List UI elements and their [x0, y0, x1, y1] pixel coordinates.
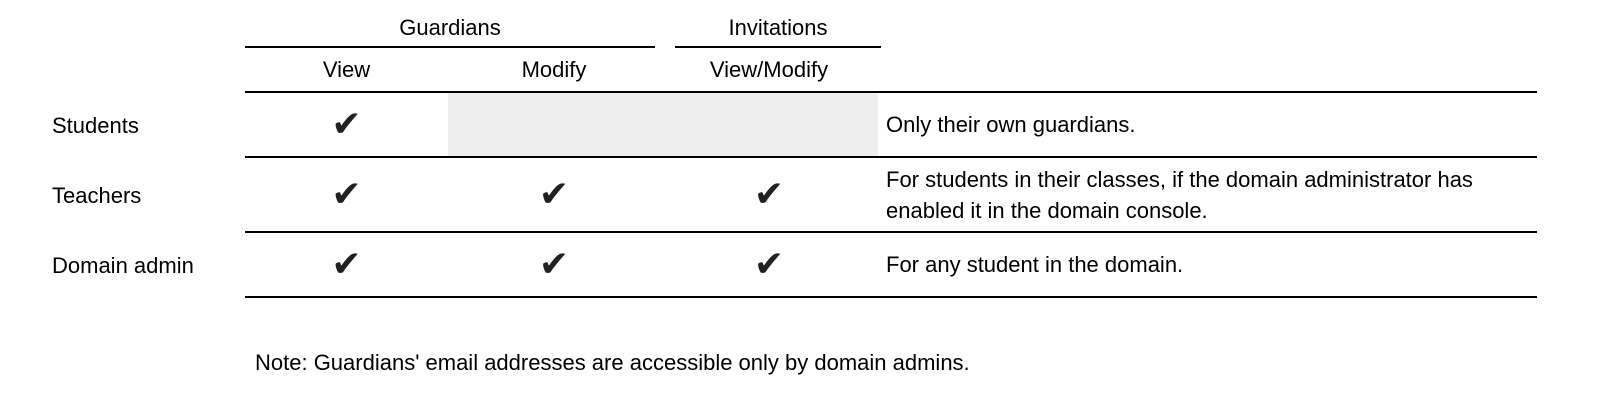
permissions-table: Guardians Invitations View Modify View/M… [0, 10, 1600, 298]
row-cells-domain-admin: ✔ ✔ ✔ For any student in the domain. [245, 233, 1537, 298]
header-note-spacer [878, 48, 1537, 91]
check-icon: ✔ [331, 104, 362, 145]
check-icon: ✔ [753, 244, 785, 285]
column-group-header-row: Guardians Invitations [0, 10, 1600, 48]
table-row-students: Students ✔ Only their own guardians. [0, 93, 1600, 158]
check-icon: ✔ [331, 244, 362, 285]
table-row-domain-admin: Domain admin ✔ ✔ ✔ For any student in th… [0, 233, 1600, 298]
row-cells-teachers: ✔ ✔ ✔ For students in their classes, if … [245, 158, 1537, 233]
row-label-teachers: Teachers [52, 182, 142, 208]
row-label-students: Students [52, 112, 139, 138]
row-note-teachers: For students in their classes, if the do… [886, 166, 1473, 223]
table-row-teachers: Teachers ✔ ✔ ✔ For students in their cla… [0, 158, 1600, 233]
column-group-invitations: Invitations [675, 10, 881, 48]
header-view-modify: View/Modify [709, 56, 829, 82]
column-group-guardians: Guardians [245, 10, 655, 48]
row-note-domain-admin: For any student in the domain. [886, 252, 1184, 277]
invitations-group-label: Invitations [728, 15, 828, 40]
header-spacer [0, 48, 245, 93]
unavailable-cell [660, 93, 878, 156]
column-header-row: View Modify View/Modify [0, 48, 1600, 93]
check-icon: ✔ [753, 174, 785, 215]
header-view: View [322, 56, 371, 82]
check-icon: ✔ [538, 244, 570, 285]
check-icon: ✔ [331, 174, 362, 215]
check-icon: ✔ [538, 174, 570, 215]
header-modify: Modify [521, 56, 587, 82]
column-header-cells: View Modify View/Modify [245, 48, 1537, 93]
row-note-students: Only their own guardians. [886, 112, 1136, 137]
unavailable-cell [448, 93, 660, 156]
footnote: Note: Guardians' email addresses are acc… [255, 350, 970, 375]
group-header-spacer [0, 10, 245, 48]
group-gap [655, 10, 675, 48]
guardians-group-label: Guardians [399, 15, 501, 40]
row-label-domain-admin: Domain admin [52, 252, 194, 278]
row-cells-students: ✔ Only their own guardians. [245, 93, 1537, 158]
